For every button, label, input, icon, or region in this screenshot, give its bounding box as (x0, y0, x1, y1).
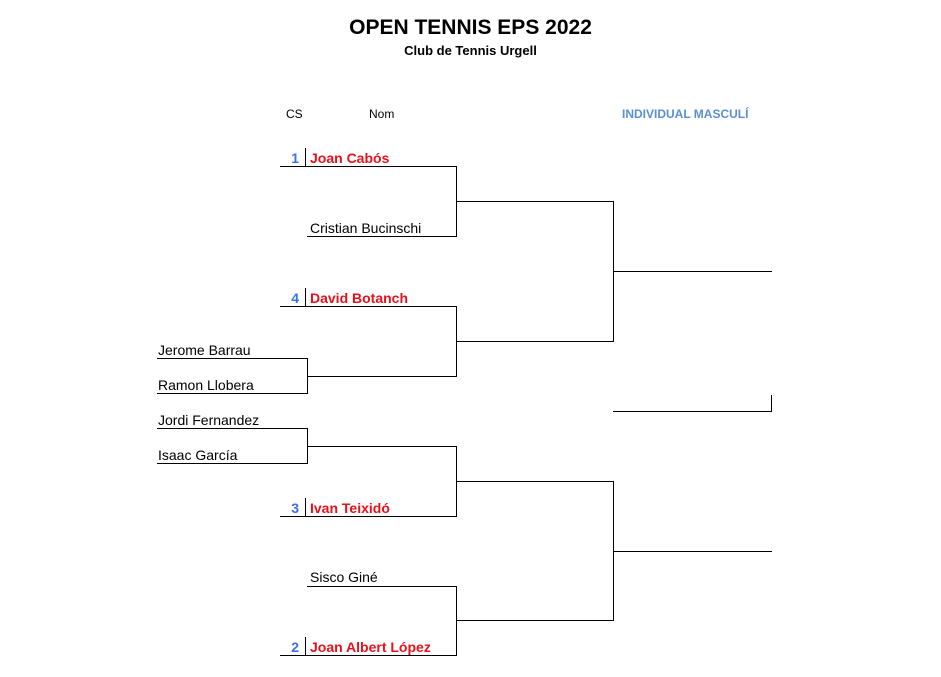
seed-number: 3 (291, 500, 299, 516)
player-name: Joan Cabós (310, 150, 390, 166)
bracket-line (456, 620, 614, 621)
bracket-line (613, 411, 772, 412)
player-name: Jordi Fernandez (158, 412, 260, 428)
bracket-line (307, 236, 457, 237)
player-name: Sisco Giné (310, 569, 378, 585)
bracket-line (305, 148, 306, 167)
bracket-line (456, 586, 457, 656)
player-name: David Botanch (310, 290, 409, 306)
bracket-line (613, 271, 772, 272)
bracket-line (305, 498, 306, 517)
seed-column-header: CS (286, 107, 303, 121)
page-subtitle: Club de Tennis Urgell (404, 43, 537, 58)
bracket-line (613, 551, 772, 552)
seed-number: 2 (291, 639, 299, 655)
bracket-line (307, 376, 457, 377)
seed-number: 4 (291, 290, 299, 306)
bracket-line (280, 166, 457, 167)
bracket-line (157, 393, 307, 394)
category-label: INDIVIDUAL MASCULÍ (622, 107, 749, 121)
page-title: OPEN TENNIS EPS 2022 (349, 16, 592, 39)
player-name: Cristian Bucinschi (310, 220, 422, 236)
player-name: Ramon Llobera (158, 377, 254, 393)
name-column-header: Nom (369, 107, 395, 121)
player-name: Jerome Barrau (158, 342, 251, 358)
bracket-line (305, 637, 306, 656)
bracket-line (280, 516, 457, 517)
player-name: Ivan Teixidó (310, 500, 390, 516)
seed-number: 1 (291, 150, 299, 166)
bracket-line (456, 341, 614, 342)
bracket-line (280, 306, 457, 307)
bracket-line (280, 655, 457, 656)
bracket-line (157, 358, 307, 359)
player-name: Isaac García (158, 447, 238, 463)
bracket-line (771, 395, 772, 412)
player-name: Joan Albert López (310, 639, 431, 655)
bracket-line (456, 201, 614, 202)
bracket-line (305, 288, 306, 307)
bracket-line (157, 463, 307, 464)
bracket-line (307, 586, 457, 587)
bracket-line (157, 428, 307, 429)
bracket-line (456, 481, 614, 482)
bracket-line (307, 446, 457, 447)
